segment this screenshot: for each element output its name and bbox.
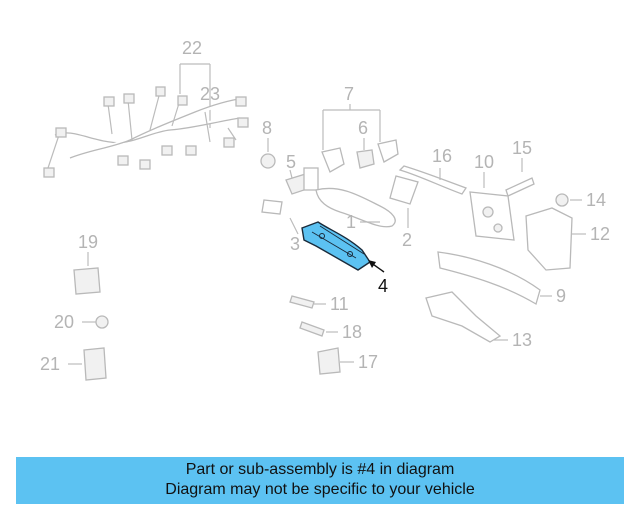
callout-4: 4: [378, 276, 388, 296]
callout-2: 2: [402, 230, 412, 250]
callout-15: 15: [512, 138, 532, 158]
pad-3: [261, 199, 299, 235]
callout-13: 13: [512, 330, 532, 350]
callout-22: 22: [182, 38, 202, 58]
banner-line-1: Part or sub-assembly is #4 in diagram: [185, 461, 455, 478]
lock-cylinder-5: [285, 167, 319, 195]
info-banner: Part or sub-assembly is #4 in diagram Di…: [16, 457, 624, 504]
callout-9: 9: [556, 286, 566, 306]
inner-panel-9: [437, 251, 552, 305]
callout-5: 5: [286, 152, 296, 172]
bracket-13: [425, 291, 508, 343]
callout-14: 14: [586, 190, 606, 210]
bolt-18: [299, 321, 338, 337]
clip-20: [82, 315, 109, 329]
callout-12: 12: [590, 224, 610, 244]
callout-20: 20: [54, 312, 74, 332]
door-latch-10: [469, 172, 515, 241]
striker-17: [317, 347, 354, 375]
gasket-2: [389, 175, 419, 228]
rod-15: [505, 158, 535, 197]
banner-line-2: Diagram may not be specific to your vehi…: [165, 481, 475, 498]
outside-handle-1: [315, 187, 396, 228]
callout-19: 19: [78, 232, 98, 252]
handle-cover-7-6: [321, 104, 399, 173]
hinge-21: [68, 347, 107, 381]
bolt-14: [555, 193, 582, 207]
callout-11: 11: [330, 294, 349, 314]
callout-17: 17: [358, 352, 378, 372]
callout-7: 7: [344, 84, 354, 104]
bolt-11: [289, 295, 326, 309]
callout-1: 1: [346, 212, 356, 232]
callout-23: 23: [200, 84, 220, 104]
rod-16: [398, 165, 467, 195]
callout-21: 21: [40, 354, 60, 374]
callout-8: 8: [262, 118, 272, 138]
bracket-19: [73, 252, 101, 295]
actuator-12: [525, 207, 586, 271]
callout-6: 6: [358, 118, 368, 138]
wiring-harness-22-23: [43, 63, 249, 178]
highlighted-part-4: [301, 221, 385, 273]
callout-16: 16: [432, 146, 452, 166]
grommet-8: [260, 138, 276, 169]
callout-10: 10: [474, 152, 494, 172]
callout-3: 3: [290, 234, 300, 254]
callout-18: 18: [342, 322, 362, 342]
parts-diagram: 22 23 7 8 6 5 16 10 15 14 1 12 2 3 4 19 …: [40, 38, 610, 381]
